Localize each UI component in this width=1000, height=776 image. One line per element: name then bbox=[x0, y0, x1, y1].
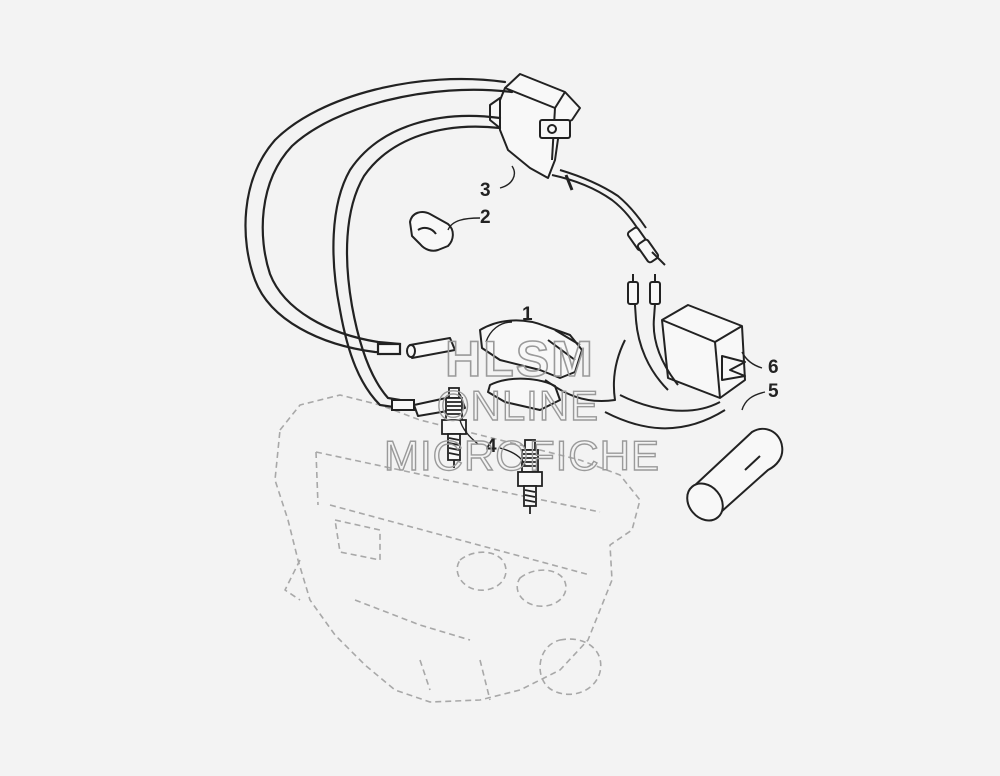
watermark-line-3: MICROFICHE bbox=[384, 432, 660, 479]
leader-4a bbox=[459, 419, 479, 445]
callout-3: 3 bbox=[480, 180, 491, 201]
high-tension-lead-outer bbox=[244, 77, 514, 356]
leader-lines bbox=[447, 165, 766, 466]
watermark-line-1: HLSM bbox=[445, 331, 595, 387]
leader-2 bbox=[447, 217, 481, 231]
callout-6: 6 bbox=[768, 357, 779, 378]
engine-block-outline bbox=[274, 394, 641, 703]
callout-1: 1 bbox=[522, 304, 533, 325]
leader-3 bbox=[499, 165, 516, 189]
high-tension-lead-inner bbox=[332, 114, 502, 411]
callout-5: 5 bbox=[768, 381, 779, 402]
coil-primary-lead bbox=[551, 169, 666, 266]
spark-plug-left bbox=[441, 387, 467, 468]
spark-plug-right bbox=[517, 439, 543, 514]
leader-1 bbox=[485, 321, 513, 343]
leader-4b bbox=[499, 447, 526, 466]
watermark: HLSM ONLINE MICROFICHE bbox=[383, 330, 660, 480]
leader-5 bbox=[741, 391, 766, 411]
watermark-line-2: ONLINE bbox=[437, 382, 599, 429]
leader-6 bbox=[741, 351, 763, 369]
cdi-module bbox=[544, 274, 746, 430]
callout-4: 4 bbox=[486, 436, 497, 457]
retaining-clip bbox=[409, 211, 454, 252]
resistor-sleeve bbox=[686, 427, 784, 522]
callout-labels: 1 2 3 4 5 6 bbox=[480, 180, 779, 457]
spark-plug-cap bbox=[406, 319, 583, 417]
callout-2: 2 bbox=[480, 207, 491, 228]
ignition-coil bbox=[489, 73, 581, 179]
